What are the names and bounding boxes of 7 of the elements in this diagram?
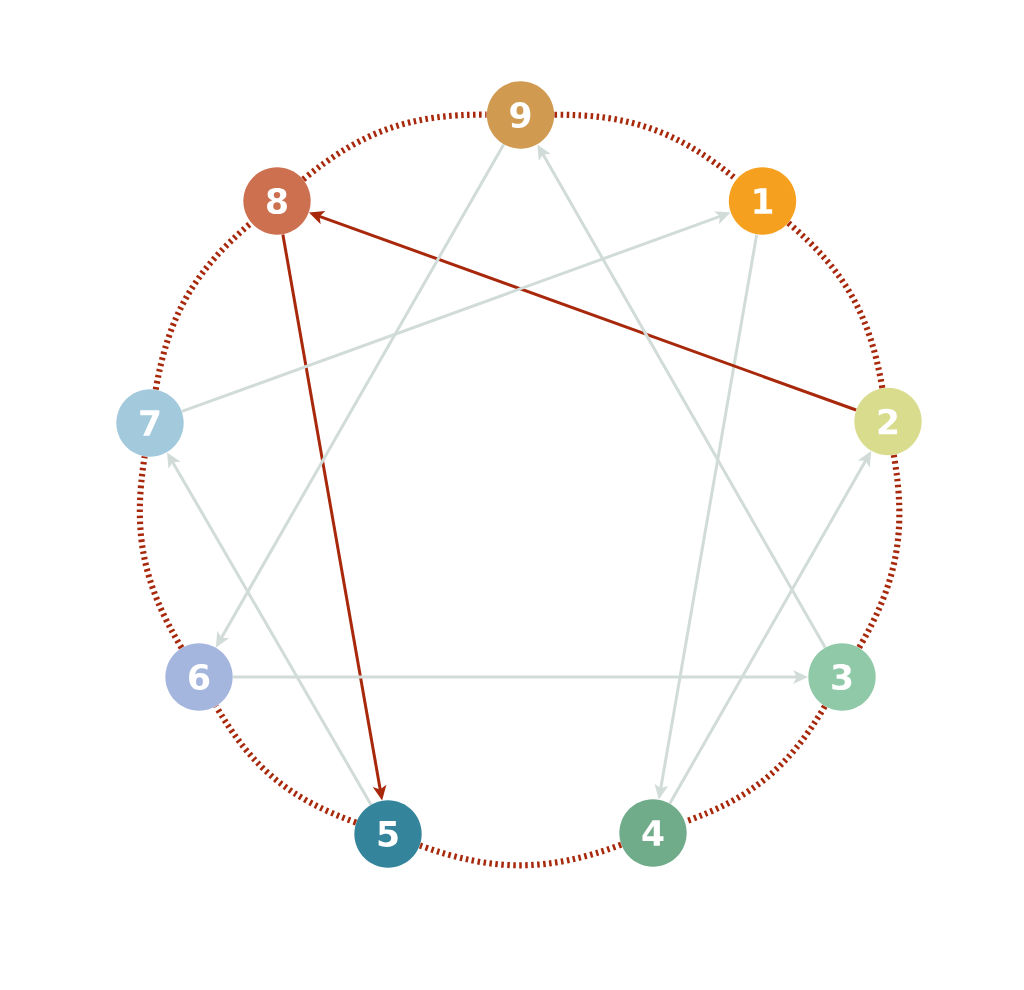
dashed-arc <box>418 841 623 869</box>
dashed-arc <box>152 220 254 391</box>
dashed-arc <box>786 220 886 389</box>
dashed-arc <box>301 111 487 182</box>
dashed-arc <box>213 704 358 826</box>
dashed-arc <box>136 456 185 650</box>
dashed-arc <box>856 454 903 650</box>
